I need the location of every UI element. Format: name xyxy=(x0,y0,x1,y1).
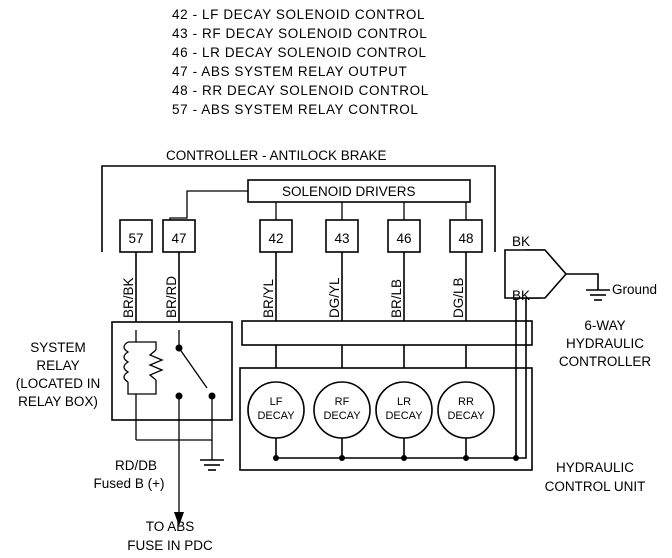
resistor-lead xyxy=(136,341,157,350)
connector-band xyxy=(241,320,533,346)
junction-dot xyxy=(339,455,345,461)
arrow-down-icon xyxy=(174,512,184,526)
controller-antilock-brake: CONTROLLER - ANTILOCK BRAKE SOLENOID DRI… xyxy=(101,148,496,253)
solenoid-rr-label-1: RR xyxy=(458,396,474,408)
solenoid-lf-label-1: LF xyxy=(270,396,283,408)
solenoid-rf-label-1: RF xyxy=(335,396,350,408)
pin-46-label: 46 xyxy=(396,231,411,246)
pin-legend: 42 - LF DECAY SOLENOID CONTROL 43 - RF D… xyxy=(172,7,429,117)
six-way-connector: 6-WAY HYDRAULIC CONTROLLER xyxy=(241,318,652,369)
pin-43-label: 43 xyxy=(334,231,349,246)
solenoid-lr-label-2: DECAY xyxy=(385,410,423,422)
feed-label-line: Fused B (+) xyxy=(94,476,165,491)
pin-57-box xyxy=(119,219,153,253)
solenoid-lr: LR DECAY xyxy=(375,381,433,461)
resistor-zigzag xyxy=(148,349,164,381)
fuse-label-line: TO ABS xyxy=(146,519,195,534)
junction-dot xyxy=(401,455,407,461)
junction-dot xyxy=(513,455,519,461)
relay-ground-icon xyxy=(200,440,224,471)
solenoid-rr-label-2: DECAY xyxy=(447,410,485,422)
connector-label-line: CONTROLLER xyxy=(559,354,652,369)
legend-line: 57 - ABS SYSTEM RELAY CONTROL xyxy=(172,102,418,117)
junction-dot xyxy=(463,455,469,461)
hcu-label-line: HYDRAULIC xyxy=(556,460,634,475)
relay-label-line: (LOCATED IN xyxy=(16,376,101,391)
relay-label-line: RELAY xyxy=(36,358,79,373)
relay-label-line: RELAY BOX) xyxy=(18,394,98,409)
bk-ground-connector: BK BK Ground xyxy=(504,234,657,303)
pin-47-label: 47 xyxy=(171,231,186,246)
pin-48-label: 48 xyxy=(458,231,473,246)
hcu-label-line: CONTROL UNIT xyxy=(545,479,646,494)
junction-dot xyxy=(273,455,279,461)
bk-splice-shape xyxy=(504,249,568,299)
feed-label-line: RD/DB xyxy=(115,458,157,473)
hydraulic-control-unit: HYDRAULIC CONTROL UNIT LF DECAY RF DECAY… xyxy=(239,290,646,494)
coil-return xyxy=(127,382,137,440)
switch-arm xyxy=(178,347,208,389)
solenoid-drivers-label: SOLENOID DRIVERS xyxy=(282,184,416,199)
coil-winding xyxy=(123,341,130,383)
controller-title: CONTROLLER - ANTILOCK BRAKE xyxy=(166,148,387,163)
wire-color-42: BR/YL xyxy=(261,278,276,318)
wire-color-48: DG/LB xyxy=(451,277,466,318)
legend-line: 42 - LF DECAY SOLENOID CONTROL xyxy=(172,7,425,22)
connector-label-line: 6-WAY xyxy=(584,318,625,333)
pin-42-box xyxy=(259,219,293,253)
bk-label-bottom: BK xyxy=(512,288,530,303)
connector-label-line: HYDRAULIC xyxy=(566,336,644,351)
solenoid-lr-label-1: LR xyxy=(397,396,411,408)
legend-line: 48 - RR DECAY SOLENOID CONTROL xyxy=(172,83,429,98)
relay-box xyxy=(111,321,233,421)
resistor-lead xyxy=(136,380,157,395)
solenoid-rf-label-2: DECAY xyxy=(323,410,361,422)
ground-label: Ground xyxy=(612,282,657,297)
pin-43-box xyxy=(325,219,359,253)
solenoid-rf: RF DECAY xyxy=(313,381,371,461)
pin-57-label: 57 xyxy=(128,231,143,246)
wire-color-46: BR/LB xyxy=(389,279,404,318)
fuse-label-line: FUSE IN PDC xyxy=(127,538,213,553)
wire-color-57: BR/BK xyxy=(121,277,136,318)
legend-line: 43 - RF DECAY SOLENOID CONTROL xyxy=(172,26,427,41)
controller-outline xyxy=(101,165,496,252)
wire-color-43: DG/YL xyxy=(327,277,342,318)
solenoid-rr: RR DECAY xyxy=(437,381,495,461)
relay-label-line: SYSTEM xyxy=(30,340,86,355)
solenoid-lf-label-2: DECAY xyxy=(257,410,295,422)
pin-48-box xyxy=(449,219,483,253)
legend-line: 46 - LR DECAY SOLENOID CONTROL xyxy=(172,45,427,60)
ground-wire xyxy=(566,273,599,290)
relay-coil xyxy=(123,330,164,440)
legend-line: 47 - ABS SYSTEM RELAY OUTPUT xyxy=(172,64,407,79)
system-relay: SYSTEM RELAY (LOCATED IN RELAY BOX) TO xyxy=(16,321,233,553)
wire-color-47: BR/RD xyxy=(164,276,179,318)
pin-42-label: 42 xyxy=(268,231,283,246)
solenoid-lf: LF DECAY xyxy=(247,381,305,461)
bk-label-top: BK xyxy=(512,234,530,249)
